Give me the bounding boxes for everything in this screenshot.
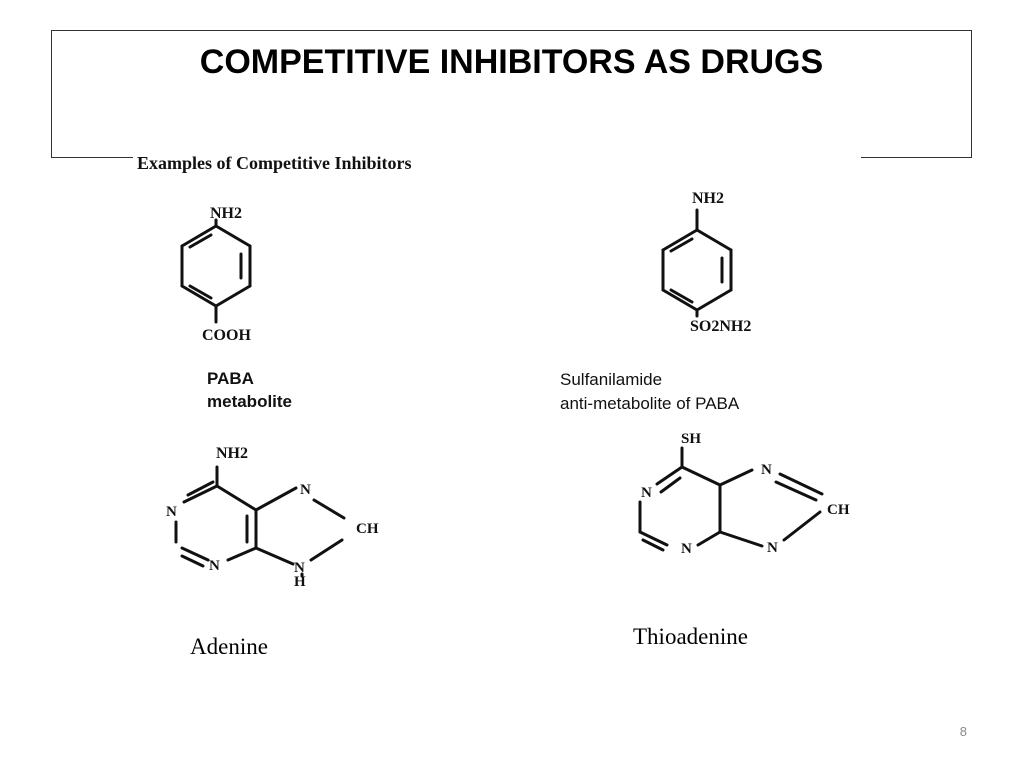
adenine-ring-nitrogen: N [209,558,220,574]
title-box: COMPETITIVE INHIBITORS AS DRUGS [51,30,972,158]
thioadenine-ring-nitrogen: N [767,540,778,556]
paba-role: metabolite [207,392,293,411]
paba-amino-group: NH2 [210,205,242,222]
thioadenine-ring-nitrogen: N [681,541,692,557]
paba-carboxyl-group: COOH [202,327,251,344]
thioadenine-thiol-group: SH [681,431,701,447]
adenine-ring-nitrogen: N [166,504,177,520]
thioadenine-ring-nitrogen: N [641,485,652,501]
thioadenine-caption: Thioadenine [633,624,748,649]
adenine-ring-nitrogen: N [300,482,311,498]
adenine-hydrogen: H [294,574,306,590]
thioadenine-ch-group: CH [827,502,850,518]
sulfanilamide-amino-group: NH2 [692,190,724,207]
adenine-ch-group: CH [356,521,379,537]
paba-name: PABA [207,369,254,388]
figure-heading: Examples of Competitive Inhibitors [133,148,861,178]
adenine-amino-group: NH2 [216,445,248,462]
adenine-caption: Adenine [190,634,268,659]
page-number: 8 [959,724,967,739]
adenine-ring-nitrogen: N [294,560,305,576]
thioadenine-ring-nitrogen: N [761,462,772,478]
sulfanilamide-name: Sulfanilamide [560,370,663,389]
sulfanilamide-role: anti-metabolite of PABA [560,394,740,413]
sulfanilamide-sulfonamide-group: SO2NH2 [690,318,751,335]
slide-title: COMPETITIVE INHIBITORS AS DRUGS [199,43,824,81]
